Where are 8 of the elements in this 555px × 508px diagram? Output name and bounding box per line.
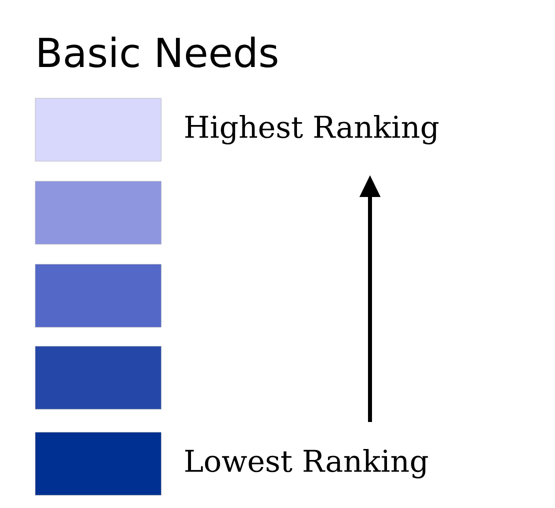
color-swatch xyxy=(35,346,162,410)
title: Basic Needs xyxy=(39,36,278,68)
color-swatch xyxy=(35,98,162,162)
swatch-label: Highest Ranking xyxy=(185,114,438,144)
swatch-label: Lowest Ranking xyxy=(185,448,428,478)
color-swatch xyxy=(35,181,162,244)
color-swatch xyxy=(35,432,162,496)
color-swatch xyxy=(35,264,162,328)
